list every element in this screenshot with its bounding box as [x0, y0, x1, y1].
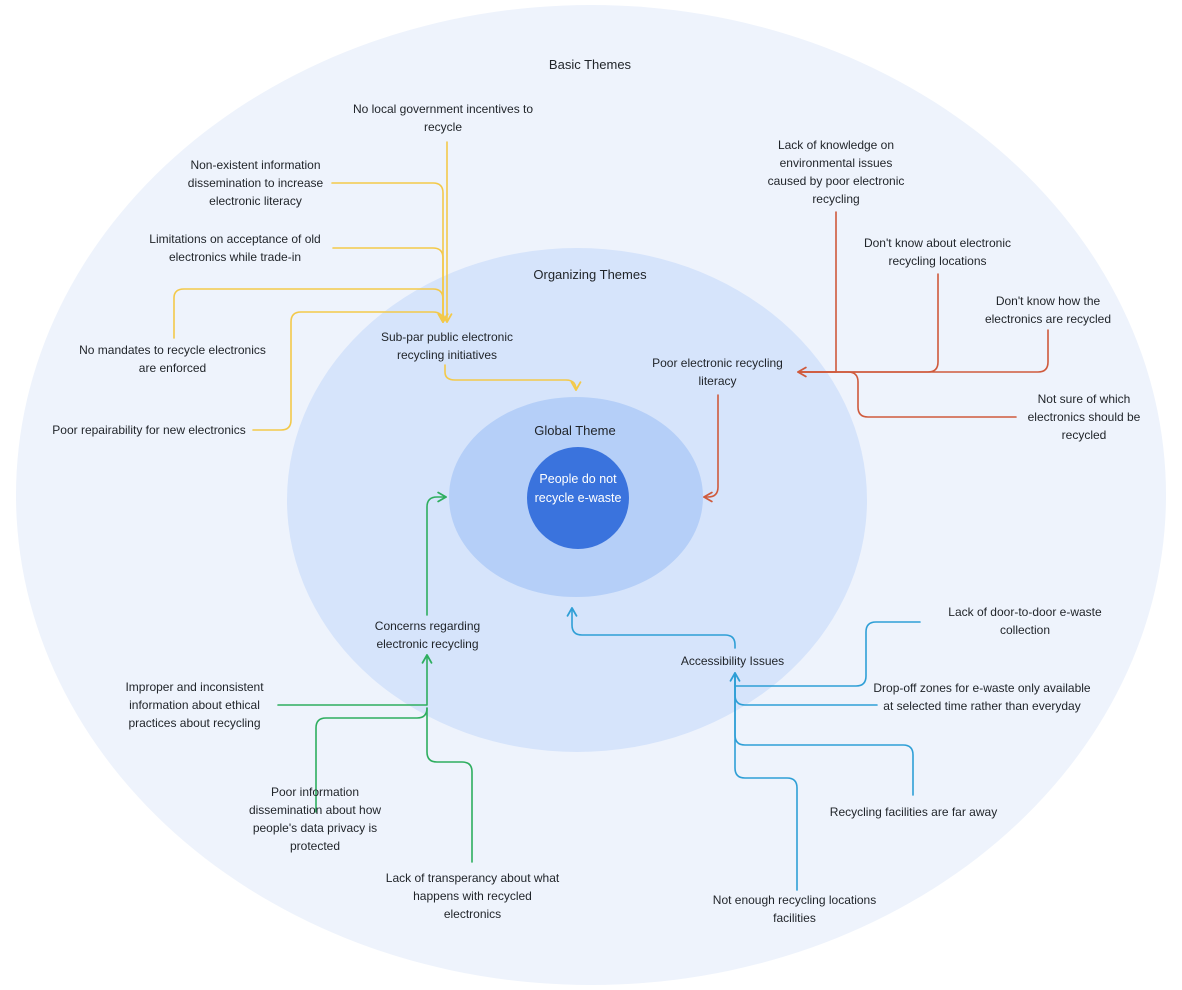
connector-door-to-door	[729, 621, 921, 687]
green-connectors	[277, 491, 473, 863]
basic-theme-locations: Don't know about electronic recycling lo…	[863, 236, 1012, 268]
basic-theme-which-electronics: Not sure of which electronics should be …	[1027, 392, 1141, 442]
basic-theme-no-incentives: No local government incentives to recycl…	[352, 102, 534, 134]
connector-locations	[799, 273, 939, 373]
connector-drop-off-zones	[734, 672, 878, 706]
basic-theme-repairability: Poor repairability for new electronics	[52, 423, 246, 437]
basic-theme-mandates: No mandates to recycle electronics are e…	[79, 343, 266, 375]
connector-public-to-global	[444, 364, 582, 391]
connector-accessibility-to-global	[566, 607, 736, 649]
basic-theme-environmental-knowledge: Lack of knowledge on environmental issue…	[767, 138, 905, 206]
connector-info-dissemination	[331, 182, 449, 323]
organizing-theme-accessibility: Accessibility Issues	[680, 654, 785, 668]
global-theme-heading: Global Theme	[534, 423, 616, 438]
connector-transparency	[426, 707, 473, 863]
yellow-connectors	[173, 141, 582, 431]
connector-environmental-knowledge	[797, 211, 837, 378]
basic-theme-how-recycled: Don't know how the electronics are recyc…	[984, 294, 1112, 326]
basic-theme-data-privacy: Poor information dissemination about how…	[248, 785, 382, 853]
global-theme-text: People do not recycle e-waste	[534, 472, 622, 505]
connector-concerns-to-global	[426, 491, 447, 616]
basic-theme-door-to-door: Lack of door-to-door e-waste collection	[948, 605, 1102, 637]
connector-literacy-to-global	[703, 394, 719, 503]
basic-theme-drop-off-zones: Drop-off zones for e-waste only availabl…	[873, 681, 1091, 713]
organizing-themes-heading: Organizing Themes	[533, 267, 647, 282]
basic-theme-not-enough-locations: Not enough recycling locations facilitie…	[712, 893, 877, 925]
basic-theme-facilities-far: Recycling facilities are far away	[829, 805, 998, 819]
red-connectors	[703, 211, 1049, 503]
connector-trade-in	[332, 247, 449, 323]
connector-which-electronics	[799, 371, 1017, 418]
connector-repairability	[252, 311, 444, 431]
organizing-theme-literacy: Poor electronic recycling literacy	[652, 356, 783, 388]
connector-ethical-info	[277, 654, 433, 706]
organizing-theme-concerns: Concerns regarding electronic recycling	[374, 619, 481, 651]
basic-theme-transparency: Lack of transperancy about what happens …	[385, 871, 560, 921]
connector-mandates	[173, 288, 449, 339]
basic-theme-ethical-info: Improper and inconsistent information ab…	[125, 680, 264, 730]
basic-themes-heading: Basic Themes	[548, 57, 632, 72]
connector-how-recycled	[799, 329, 1049, 373]
global-theme-core	[527, 447, 629, 549]
organizing-theme-public-initiatives: Sub-par public electronic recycling init…	[380, 330, 514, 362]
basic-theme-trade-in: Limitations on acceptance of old electro…	[149, 232, 321, 264]
basic-theme-info-dissemination: Non-existent information dissemination t…	[187, 158, 324, 208]
blue-connectors	[566, 607, 921, 891]
connector-data-privacy	[315, 707, 428, 813]
connector-not-enough-locations	[734, 672, 798, 891]
